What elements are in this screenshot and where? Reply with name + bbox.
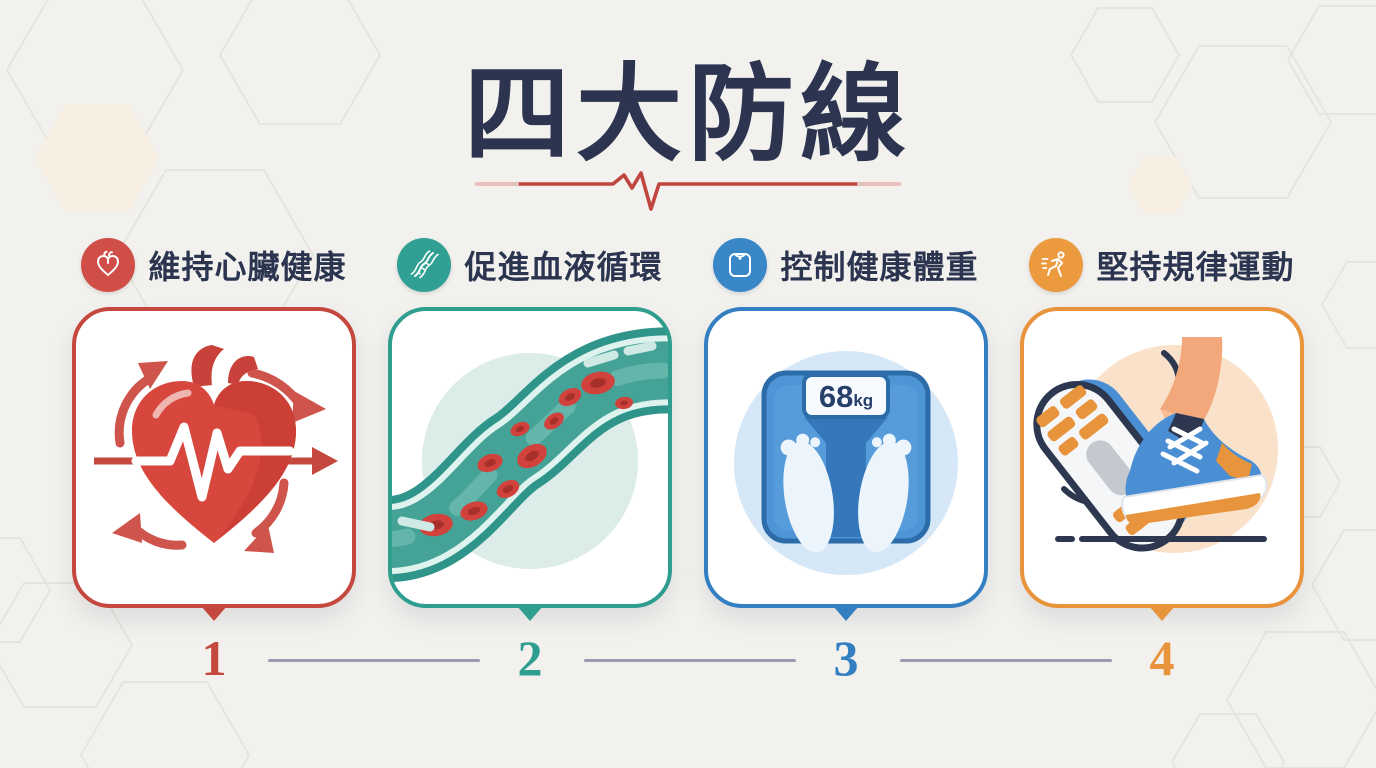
runner-icon: [1029, 238, 1084, 292]
column-header-heart: 維持心臟健康: [72, 236, 356, 294]
feature-card-vessel: [388, 307, 672, 621]
scale-icon: [713, 238, 768, 292]
feature-card-shoes: [1020, 307, 1304, 621]
weight-scale-illustration: 68kg: [708, 311, 984, 604]
step-number-4: 4: [1149, 630, 1175, 686]
step-number-2: 2: [517, 630, 543, 686]
heartbeat-divider-line: [475, 171, 901, 211]
scale-unit: kg: [853, 391, 873, 410]
card-pointer: [1149, 606, 1175, 621]
connector-line: [900, 659, 1112, 662]
column-header-circulation: 促進血液循環: [388, 236, 672, 294]
step-number-1: 1: [201, 630, 227, 686]
blood-vessel-icon: [397, 238, 452, 292]
page-title: 四大防線: [464, 57, 912, 174]
heart-icon: [81, 238, 136, 292]
feature-cards-row: 68kg: [72, 307, 1304, 621]
card-pointer: [517, 606, 543, 621]
feature-card-heart: [72, 307, 356, 621]
feature-card-scale: 68kg: [704, 307, 988, 621]
card-pointer: [201, 606, 227, 621]
blood-vessel-illustration: [392, 311, 668, 604]
column-header-exercise: 堅持規律運動: [1020, 236, 1304, 294]
column-label: 維持心臟健康: [148, 249, 347, 285]
card-pointer: [833, 606, 859, 621]
heart-illustration: [76, 311, 352, 604]
column-label: 控制健康體重: [780, 249, 979, 285]
connector-line: [584, 659, 796, 662]
column-label: 堅持規律運動: [1096, 249, 1295, 285]
column-header-weight: 控制健康體重: [704, 236, 988, 294]
step-numbers-row: 1 2 3 4: [72, 630, 1304, 686]
connector-line: [268, 659, 480, 662]
step-number-3: 3: [833, 630, 859, 686]
running-shoes-illustration: [1024, 311, 1300, 604]
column-headers-row: 維持心臟健康 促進血液循環 控制健康體重: [72, 236, 1304, 294]
scale-value: 68: [819, 379, 853, 414]
column-label: 促進血液循環: [464, 249, 663, 285]
svg-text:68kg: 68kg: [819, 379, 873, 414]
